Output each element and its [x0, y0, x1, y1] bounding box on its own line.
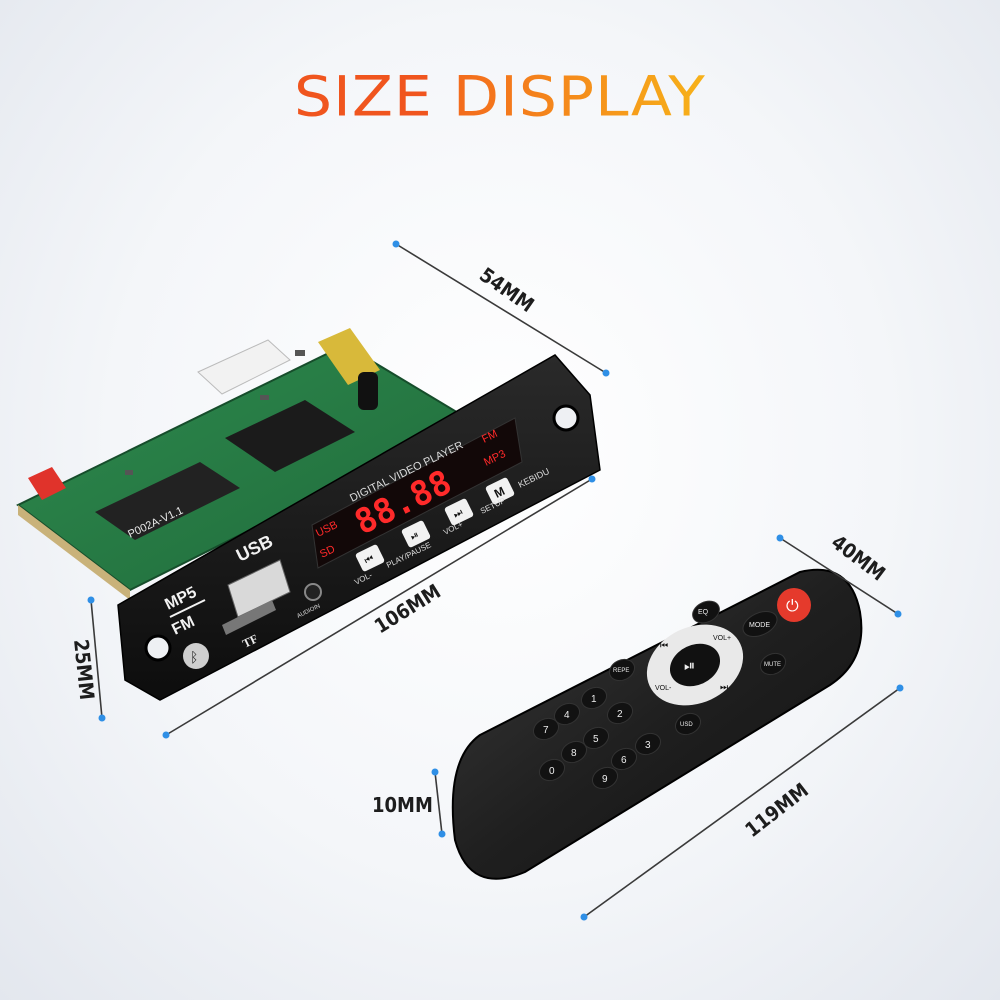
- dimension-dots: [87, 240, 904, 921]
- tf-label: TF: [240, 631, 260, 650]
- front-panel: 88.88 USB SD FM MP3 DIGITAL VIDEO PLAYER…: [117, 354, 601, 701]
- remote-key-label: 5: [593, 734, 599, 745]
- vol-minus-label: VOL-: [655, 685, 672, 692]
- svg-text:MODE: MODE: [749, 622, 770, 629]
- mount-hole-right: [552, 404, 580, 432]
- play-pause-center-button[interactable]: [663, 636, 727, 694]
- dim-line-54mm: [395, 243, 607, 374]
- svg-text:USD: USD: [680, 722, 693, 728]
- remote-key-label: 9: [602, 774, 608, 785]
- dim-label-54mm: 54MM: [475, 262, 539, 317]
- prev-icon: ⏮: [660, 640, 668, 650]
- power-icon: ⏻: [786, 598, 799, 615]
- power-button[interactable]: [777, 588, 811, 622]
- dim-label-10mm: 10MM: [372, 793, 433, 817]
- dim-line-106mm: [165, 478, 593, 736]
- remote-control: ⏻ EQ MODE ⏯ VOL+ VOL- ⏮ ⏭ REPE MUTE USD: [451, 568, 863, 880]
- title-word-display: DISPLAY: [452, 64, 706, 130]
- remote-key-label: 0: [549, 766, 555, 777]
- button-vol-minus[interactable]: ⏮: [355, 544, 385, 572]
- title-word-size: SIZE: [294, 64, 433, 130]
- play-pause-icon: ⏯: [684, 657, 695, 673]
- dim-line-119mm: [583, 687, 901, 918]
- dim-line-25mm: [90, 599, 103, 719]
- next-icon: ⏭: [452, 507, 465, 521]
- mount-hole-left: [144, 634, 172, 662]
- next-icon: ⏭: [720, 682, 728, 692]
- remote-key-1[interactable]: 1: [578, 683, 610, 712]
- remote-key-label: 7: [543, 725, 549, 736]
- svg-text:EQ: EQ: [698, 609, 709, 616]
- button-vol-plus[interactable]: ⏭: [444, 498, 474, 526]
- usb-port[interactable]: [227, 559, 291, 618]
- remote-key-6[interactable]: 6: [608, 744, 640, 773]
- remote-key-0[interactable]: 0: [536, 755, 568, 784]
- remote-key-5[interactable]: 5: [580, 723, 612, 752]
- remote-key-7[interactable]: 7: [530, 714, 562, 743]
- page-title: SIZE DISPLAY: [0, 65, 1000, 129]
- bluetooth-icon: [183, 643, 209, 669]
- remote-key-9[interactable]: 9: [589, 763, 621, 792]
- remote-key-label: 1: [591, 694, 597, 705]
- remote-key-label: 4: [564, 710, 570, 721]
- svg-text:MUTE: MUTE: [764, 662, 781, 668]
- dimension-lines: [90, 243, 901, 918]
- dim-label-119mm: 119MM: [740, 778, 813, 842]
- remote-key-label: 6: [621, 755, 627, 766]
- vol-plus-label: VOL+: [713, 635, 731, 642]
- remote-repeat-button[interactable]: REPE: [606, 655, 638, 684]
- remote-eq-button[interactable]: EQ: [689, 597, 723, 627]
- remote-usd-button[interactable]: USD: [672, 709, 704, 738]
- number-keypad: 1 2 3 4 5 6 7 8 9 0: [530, 683, 664, 792]
- remote-key-label: 2: [617, 709, 623, 720]
- svg-text:REPE: REPE: [613, 668, 629, 674]
- pcb-board: P002A-V1.1: [16, 328, 473, 600]
- dim-line-40mm: [779, 537, 899, 615]
- remote-key-2[interactable]: 2: [604, 698, 636, 727]
- remote-key-4[interactable]: 4: [551, 699, 583, 728]
- remote-key-label: 3: [645, 740, 651, 751]
- prev-icon: ⏮: [363, 553, 376, 567]
- remote-mute-button[interactable]: MUTE: [757, 649, 789, 678]
- dim-label-106mm: 106MM: [370, 579, 445, 638]
- remote-key-8[interactable]: 8: [558, 737, 590, 766]
- svg-text:ᛒ: ᛒ: [190, 649, 198, 665]
- tf-slot[interactable]: [222, 600, 276, 635]
- button-setup[interactable]: M: [485, 477, 515, 505]
- remote-key-3[interactable]: 3: [632, 729, 664, 758]
- remote-key-label: 8: [571, 748, 577, 759]
- dim-line-10mm: [434, 771, 443, 835]
- remote-mode-button[interactable]: MODE: [739, 606, 781, 641]
- audio-jack[interactable]: [304, 583, 322, 601]
- button-play-pause[interactable]: ⏯: [401, 520, 431, 548]
- led-display: [311, 417, 523, 569]
- dim-label-25mm: 25MM: [69, 638, 99, 701]
